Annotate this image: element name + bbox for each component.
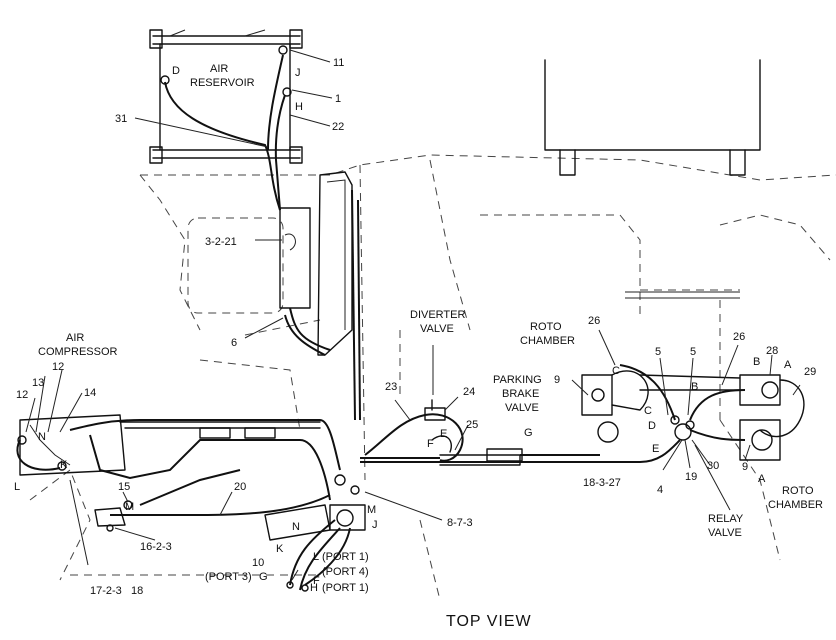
callout-9b: 9 — [742, 461, 748, 473]
callout-19: 19 — [685, 471, 697, 483]
callout-10: 10 — [252, 557, 264, 569]
connection-letters: D J H N K L M M N J K F E G C C D E B B … — [14, 65, 792, 594]
letter-a: A — [784, 359, 792, 371]
letter-d-b: D — [648, 420, 656, 432]
label-air-compressor-2: COMPRESSOR — [38, 346, 118, 358]
letter-k: K — [60, 459, 68, 471]
callout-26a: 26 — [588, 315, 600, 327]
callout-11: 11 — [333, 57, 344, 69]
letter-b-b: B — [691, 381, 698, 393]
port-3: (PORT 3) — [205, 571, 252, 583]
letter-f: F — [427, 438, 434, 450]
valve-assembly-3-2-21 — [279, 189, 361, 421]
callout-15: 15 — [118, 481, 130, 493]
callout-25: 25 — [466, 419, 478, 431]
label-diverter-valve-2: VALVE — [420, 323, 454, 335]
callout-30: 30 — [707, 460, 719, 472]
letter-n: N — [38, 431, 46, 443]
callout-numbers: 11 1 22 31 3-2-21 6 12 12 13 14 15 16-2-… — [16, 57, 816, 597]
port-labels: (PORT 1) (PORT 4) (PORT 1) (PORT 3) — [205, 551, 369, 594]
service-line — [360, 439, 681, 466]
air-compressor — [16, 414, 126, 476]
label-parking-brake-valve-2: BRAKE — [502, 388, 539, 400]
label-diverter-valve-1: DIVERTER — [410, 309, 465, 321]
callout-26b: 26 — [733, 331, 745, 343]
letter-l: L — [14, 481, 20, 493]
frame-structure — [544, 59, 761, 299]
letter-h-b: H — [310, 582, 318, 594]
brake-chambers — [581, 364, 805, 461]
component-labels: AIR RESERVOIR AIR COMPRESSOR DIVERTER VA… — [38, 63, 823, 630]
letter-h: H — [295, 101, 303, 113]
callout-28: 28 — [766, 345, 778, 357]
callout-9a: 9 — [554, 374, 560, 386]
letter-d: D — [172, 65, 180, 77]
label-roto-chamber-top-2: CHAMBER — [520, 335, 575, 347]
lower-valve-cluster — [264, 474, 366, 592]
port-4: (PORT 4) — [322, 566, 369, 578]
label-roto-chamber-bottom-1: ROTO — [782, 485, 814, 497]
callout-14: 14 — [84, 387, 96, 399]
letter-j: J — [295, 67, 301, 79]
reservoir-hoses — [160, 45, 292, 211]
label-roto-chamber-top-1: ROTO — [530, 321, 562, 333]
callout-3-2-21: 3-2-21 — [205, 236, 237, 248]
port-1-lower: (PORT 1) — [322, 582, 369, 594]
air-reservoir — [149, 29, 303, 164]
letter-n-b: N — [292, 521, 300, 533]
label-relay-valve-1: RELAY — [708, 513, 744, 525]
letter-l-b: L — [313, 551, 319, 563]
label-roto-chamber-bottom-2: CHAMBER — [768, 499, 823, 511]
callout-12b: 12 — [16, 389, 28, 401]
callout-18-3-27: 18-3-27 — [583, 477, 621, 489]
letter-c-b: C — [644, 405, 652, 417]
machine-outline — [29, 154, 836, 601]
callout-1: 1 — [335, 93, 341, 105]
callout-12a: 12 — [52, 361, 64, 373]
letter-g: G — [524, 427, 533, 439]
letter-b: B — [753, 356, 760, 368]
port-1-upper: (PORT 1) — [322, 551, 369, 563]
callout-6: 6 — [231, 337, 237, 349]
label-air-reservoir-2: RESERVOIR — [190, 77, 255, 89]
callout-18: 18 — [131, 585, 143, 597]
center-frame-rail — [317, 171, 353, 356]
supply-lines — [69, 419, 341, 532]
label-air-reservoir-1: AIR — [210, 63, 228, 75]
callout-22: 22 — [332, 121, 344, 133]
callout-16-2-3: 16-2-3 — [140, 541, 172, 553]
callout-17-2-3: 17-2-3 — [90, 585, 122, 597]
label-relay-valve-2: VALVE — [708, 527, 742, 539]
diverter-valve — [364, 345, 464, 462]
callout-29: 29 — [804, 366, 816, 378]
label-parking-brake-valve-3: VALVE — [505, 402, 539, 414]
callout-5b: 5 — [690, 346, 696, 358]
letter-g-b: G — [259, 571, 268, 583]
callout-31: 31 — [115, 113, 127, 125]
view-title: TOP VIEW — [446, 613, 532, 630]
letter-c: C — [612, 365, 620, 377]
callout-13: 13 — [32, 377, 44, 389]
label-parking-brake-valve-1: PARKING — [493, 374, 542, 386]
letter-a-b: A — [758, 473, 766, 485]
callout-5a: 5 — [655, 346, 661, 358]
callout-24: 24 — [463, 386, 475, 398]
letter-m: M — [125, 501, 134, 513]
letter-e-b: E — [652, 443, 659, 455]
callout-4: 4 — [657, 484, 663, 496]
callout-8-7-3: 8-7-3 — [447, 517, 473, 529]
label-air-compressor-1: AIR — [66, 332, 84, 344]
letter-f-b: F — [313, 575, 320, 587]
callout-20: 20 — [234, 481, 246, 493]
leader-lines — [25, 49, 801, 581]
letter-k-b: K — [276, 543, 284, 555]
letter-e: E — [440, 428, 447, 440]
callout-23: 23 — [385, 381, 397, 393]
letter-m-b: M — [367, 504, 376, 516]
letter-j-b: J — [372, 519, 378, 531]
